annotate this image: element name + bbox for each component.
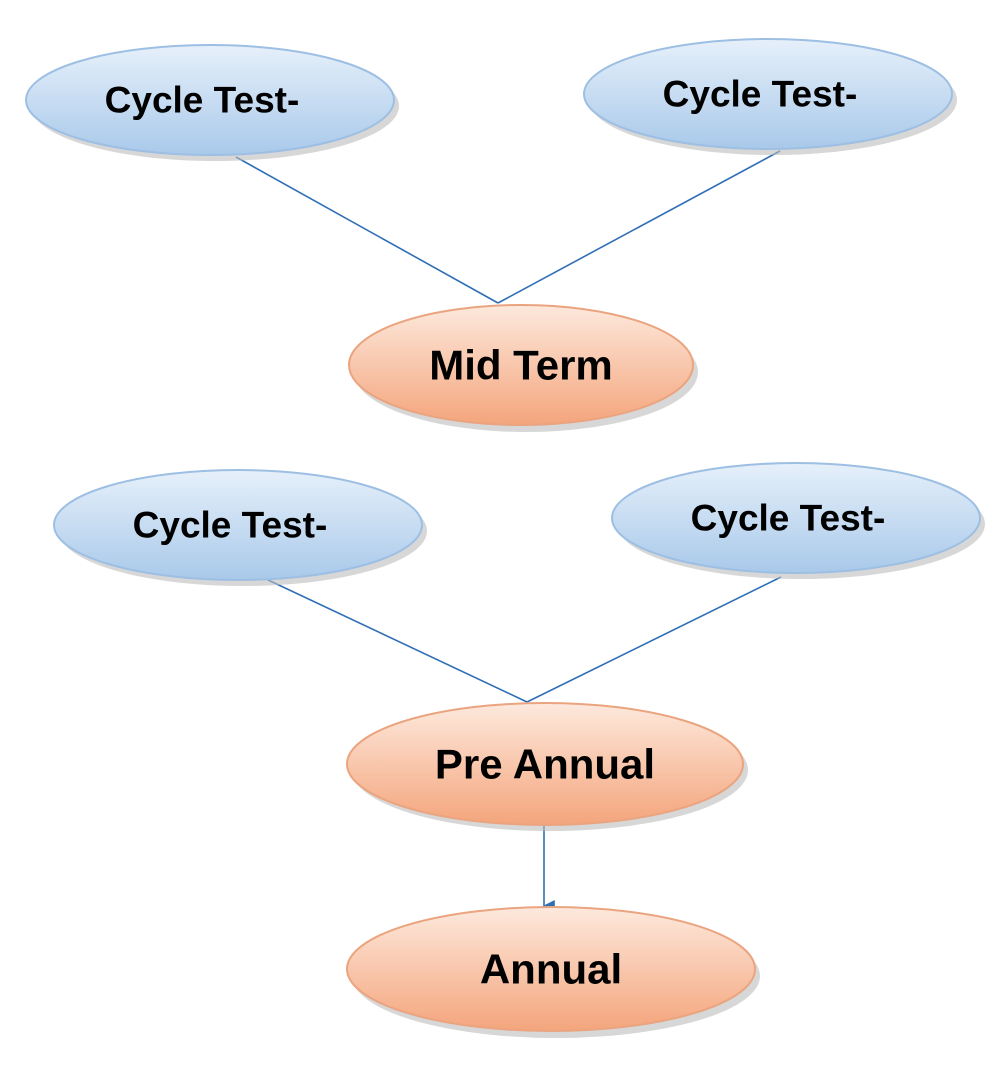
cycle-test-node: Cycle Test- xyxy=(25,44,399,161)
pre-annual-label: Pre Annual xyxy=(435,741,655,788)
cycle-test-label: Cycle Test- xyxy=(663,74,858,115)
connector-cycle-left-2-to-pre-annual xyxy=(265,578,528,703)
connector-cycle-right-1-to-mid-term xyxy=(497,150,781,304)
connector-cycle-right-2-to-pre-annual xyxy=(526,576,782,703)
pre-annual-node: Pre Annual xyxy=(346,702,748,831)
cycle-test-node: Cycle Test- xyxy=(611,462,985,579)
cycle-test-node: Cycle Test- xyxy=(583,38,957,155)
annual-label: Annual xyxy=(480,946,622,993)
cycle-test-label: Cycle Test- xyxy=(105,80,300,121)
cycle-test-node: Cycle Test- xyxy=(53,469,427,586)
mid-term-label: Mid Term xyxy=(429,342,613,389)
annual-node: Annual xyxy=(346,906,760,1038)
connector-cycle-left-1-to-mid-term xyxy=(235,156,499,304)
cycle-test-label: Cycle Test- xyxy=(691,498,886,539)
cycle-test-label: Cycle Test- xyxy=(133,505,328,546)
mid-term-node: Mid Term xyxy=(348,304,698,432)
